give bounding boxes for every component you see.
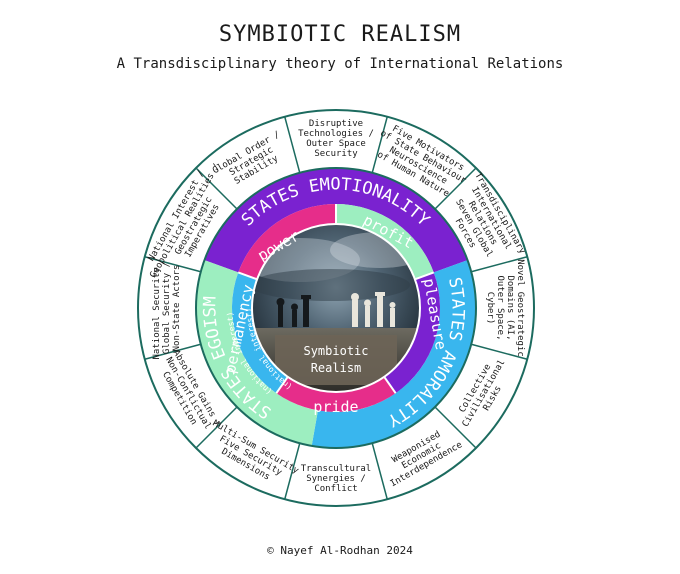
- outer-segment: Absolute Gains /Non-ConflictualCompetiti…: [160, 348, 223, 431]
- outer-segment-line: Security: [314, 149, 358, 159]
- center-label-line1: Symbiotic: [303, 344, 368, 358]
- outer-divider: [434, 406, 477, 449]
- inner-segment-pleasure: [384, 272, 440, 394]
- inner-divider: [383, 376, 397, 394]
- outer-segment-line: Synergies /: [306, 474, 366, 484]
- inner-label-pride: pride: [313, 398, 358, 416]
- inner-segment-pride: [276, 376, 396, 413]
- outer-divider: [471, 343, 528, 360]
- inner-segment-permanency: [231, 272, 288, 394]
- center-label-line2: Realism: [311, 361, 362, 375]
- center-image: [252, 224, 420, 392]
- inner-segment-power: [238, 204, 336, 280]
- outer-segment-line: Non-State Actors: [172, 265, 182, 352]
- outer-segment: National Security /Global Security /Non-…: [152, 257, 182, 360]
- outer-segment-line: Outer Space,: [495, 275, 505, 340]
- band-egoism: [195, 260, 318, 446]
- outer-segment-line: Domains (AI,: [505, 275, 515, 340]
- inner-divider: [237, 271, 258, 281]
- outer-divider: [371, 443, 388, 500]
- inner-divider: [275, 376, 289, 394]
- outer-segment-line: Outer Space: [306, 139, 366, 149]
- band-emotionality: [204, 168, 468, 273]
- outer-divider: [144, 256, 201, 273]
- page-title: SYMBIOTIC REALISM: [218, 22, 462, 47]
- outer-divider: [284, 116, 301, 173]
- outer-divider: [195, 406, 238, 449]
- outer-ring-inner-edge: [195, 167, 477, 449]
- outer-divider: [195, 167, 238, 210]
- outer-divider: [434, 167, 477, 210]
- outer-segment-line: Novel Geostrategic: [515, 259, 525, 357]
- outer-ring-dividers: [144, 116, 528, 500]
- center-border: [251, 223, 421, 393]
- copyright-footer: © Nayef Al-Rodhan 2024: [267, 544, 413, 557]
- outer-segment-line: Conflict: [314, 484, 357, 494]
- outer-segment-line: National Security /: [152, 257, 162, 360]
- page-subtitle: A Transdisciplinary theory of Internatio…: [116, 56, 564, 72]
- outer-segment-line: Global Security /: [162, 262, 172, 354]
- outer-divider: [471, 256, 528, 273]
- outer-segment-line: Transcultural: [301, 464, 371, 474]
- outer-divider: [144, 343, 201, 360]
- band-amorality: [311, 260, 477, 448]
- outer-segment-line: Technologies /: [298, 129, 374, 139]
- inner-segment-profit: [336, 204, 434, 280]
- outer-divider: [284, 443, 301, 500]
- outer-divider: [371, 116, 388, 173]
- outer-segment-line: Cyber): [485, 292, 495, 325]
- outer-segment-line: Disruptive: [309, 119, 363, 129]
- inner-divider: [414, 271, 435, 281]
